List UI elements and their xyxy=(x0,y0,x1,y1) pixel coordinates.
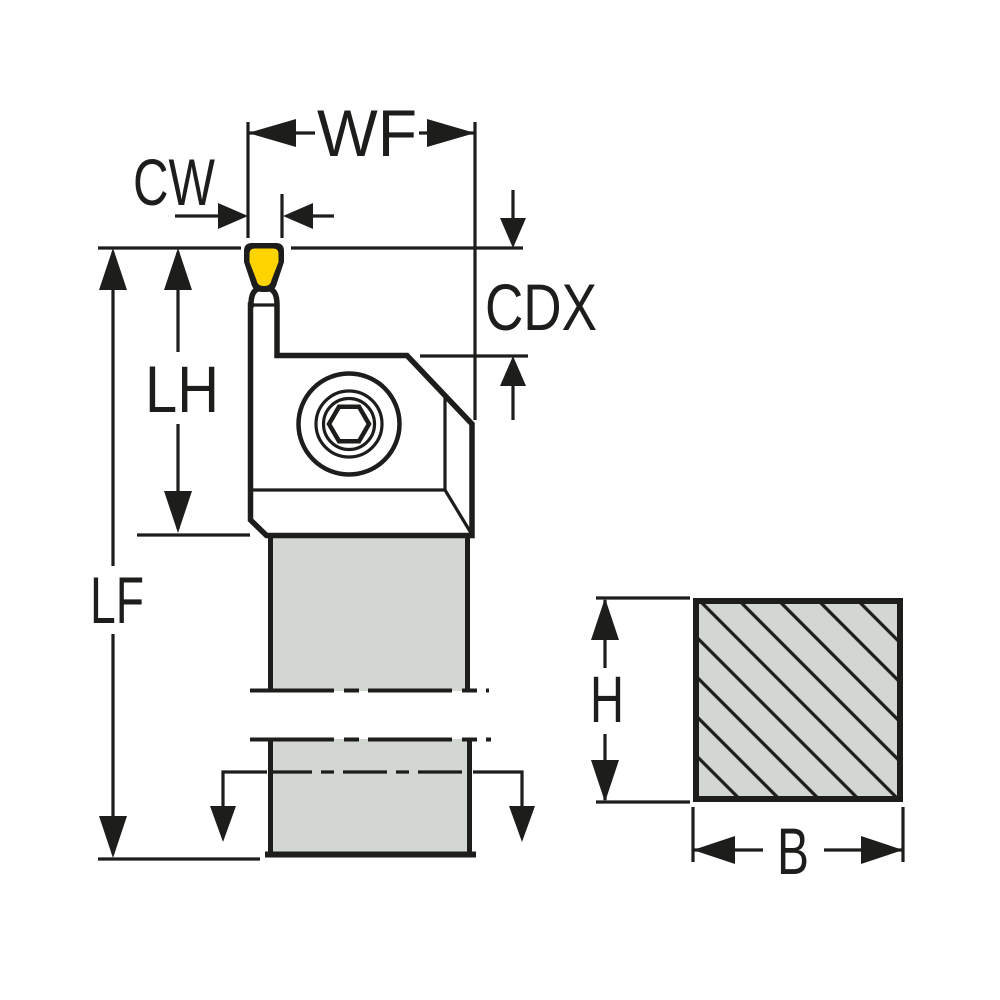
screw-socket-circle xyxy=(321,396,377,452)
right-hanging-arrow-icon xyxy=(509,806,535,842)
b-arrow-left-icon xyxy=(693,836,735,864)
right-hanging-elbow xyxy=(473,770,524,808)
screw-inner-circle xyxy=(314,389,384,459)
tool-holder-side-view xyxy=(244,243,491,858)
dimension-label-h: H xyxy=(590,662,624,736)
b-arrow-right-icon xyxy=(861,836,903,864)
cutting-insert xyxy=(244,243,284,292)
dimension-label-wf: WF xyxy=(317,96,417,170)
cdx-arrow-up-icon xyxy=(500,356,526,386)
left-hanging-arrow-icon xyxy=(210,806,236,842)
dimension-label-lf: LF xyxy=(90,563,144,637)
dimension-label-cdx: CDX xyxy=(485,270,597,344)
lf-arrow-down-icon xyxy=(99,816,127,858)
shank-upper xyxy=(268,536,470,691)
lf-arrow-up-icon xyxy=(99,248,127,290)
wf-arrow-right-icon xyxy=(427,119,475,147)
cdx-arrow-down-icon xyxy=(500,218,526,248)
clamp-screw-icon xyxy=(296,371,402,477)
shank-lower xyxy=(268,739,472,854)
cross-section-hatch xyxy=(696,601,900,799)
cross-section-border xyxy=(693,598,903,802)
head-step-diagonal xyxy=(443,489,473,534)
dimension-label-cw: CW xyxy=(133,145,216,219)
left-hanging-elbow xyxy=(221,770,267,808)
screw-head-circle xyxy=(296,371,402,477)
dimension-labels: WF CW CDX LH LF H B xyxy=(90,96,809,888)
h-arrow-up-icon xyxy=(591,598,619,640)
shank-cross-section xyxy=(693,598,903,802)
insert-face xyxy=(249,248,279,286)
dimension-label-lh: LH xyxy=(145,352,219,426)
hex-socket-icon xyxy=(326,404,372,444)
dimension-label-b: B xyxy=(777,814,809,888)
dimension-arrowheads xyxy=(99,119,903,864)
cw-arrow-right-icon xyxy=(283,203,313,229)
lh-arrow-up-icon xyxy=(164,248,192,290)
cw-arrow-left-icon xyxy=(218,203,248,229)
wf-arrow-left-icon xyxy=(248,119,296,147)
h-arrow-down-icon xyxy=(591,760,619,802)
lh-arrow-down-icon xyxy=(164,491,192,533)
